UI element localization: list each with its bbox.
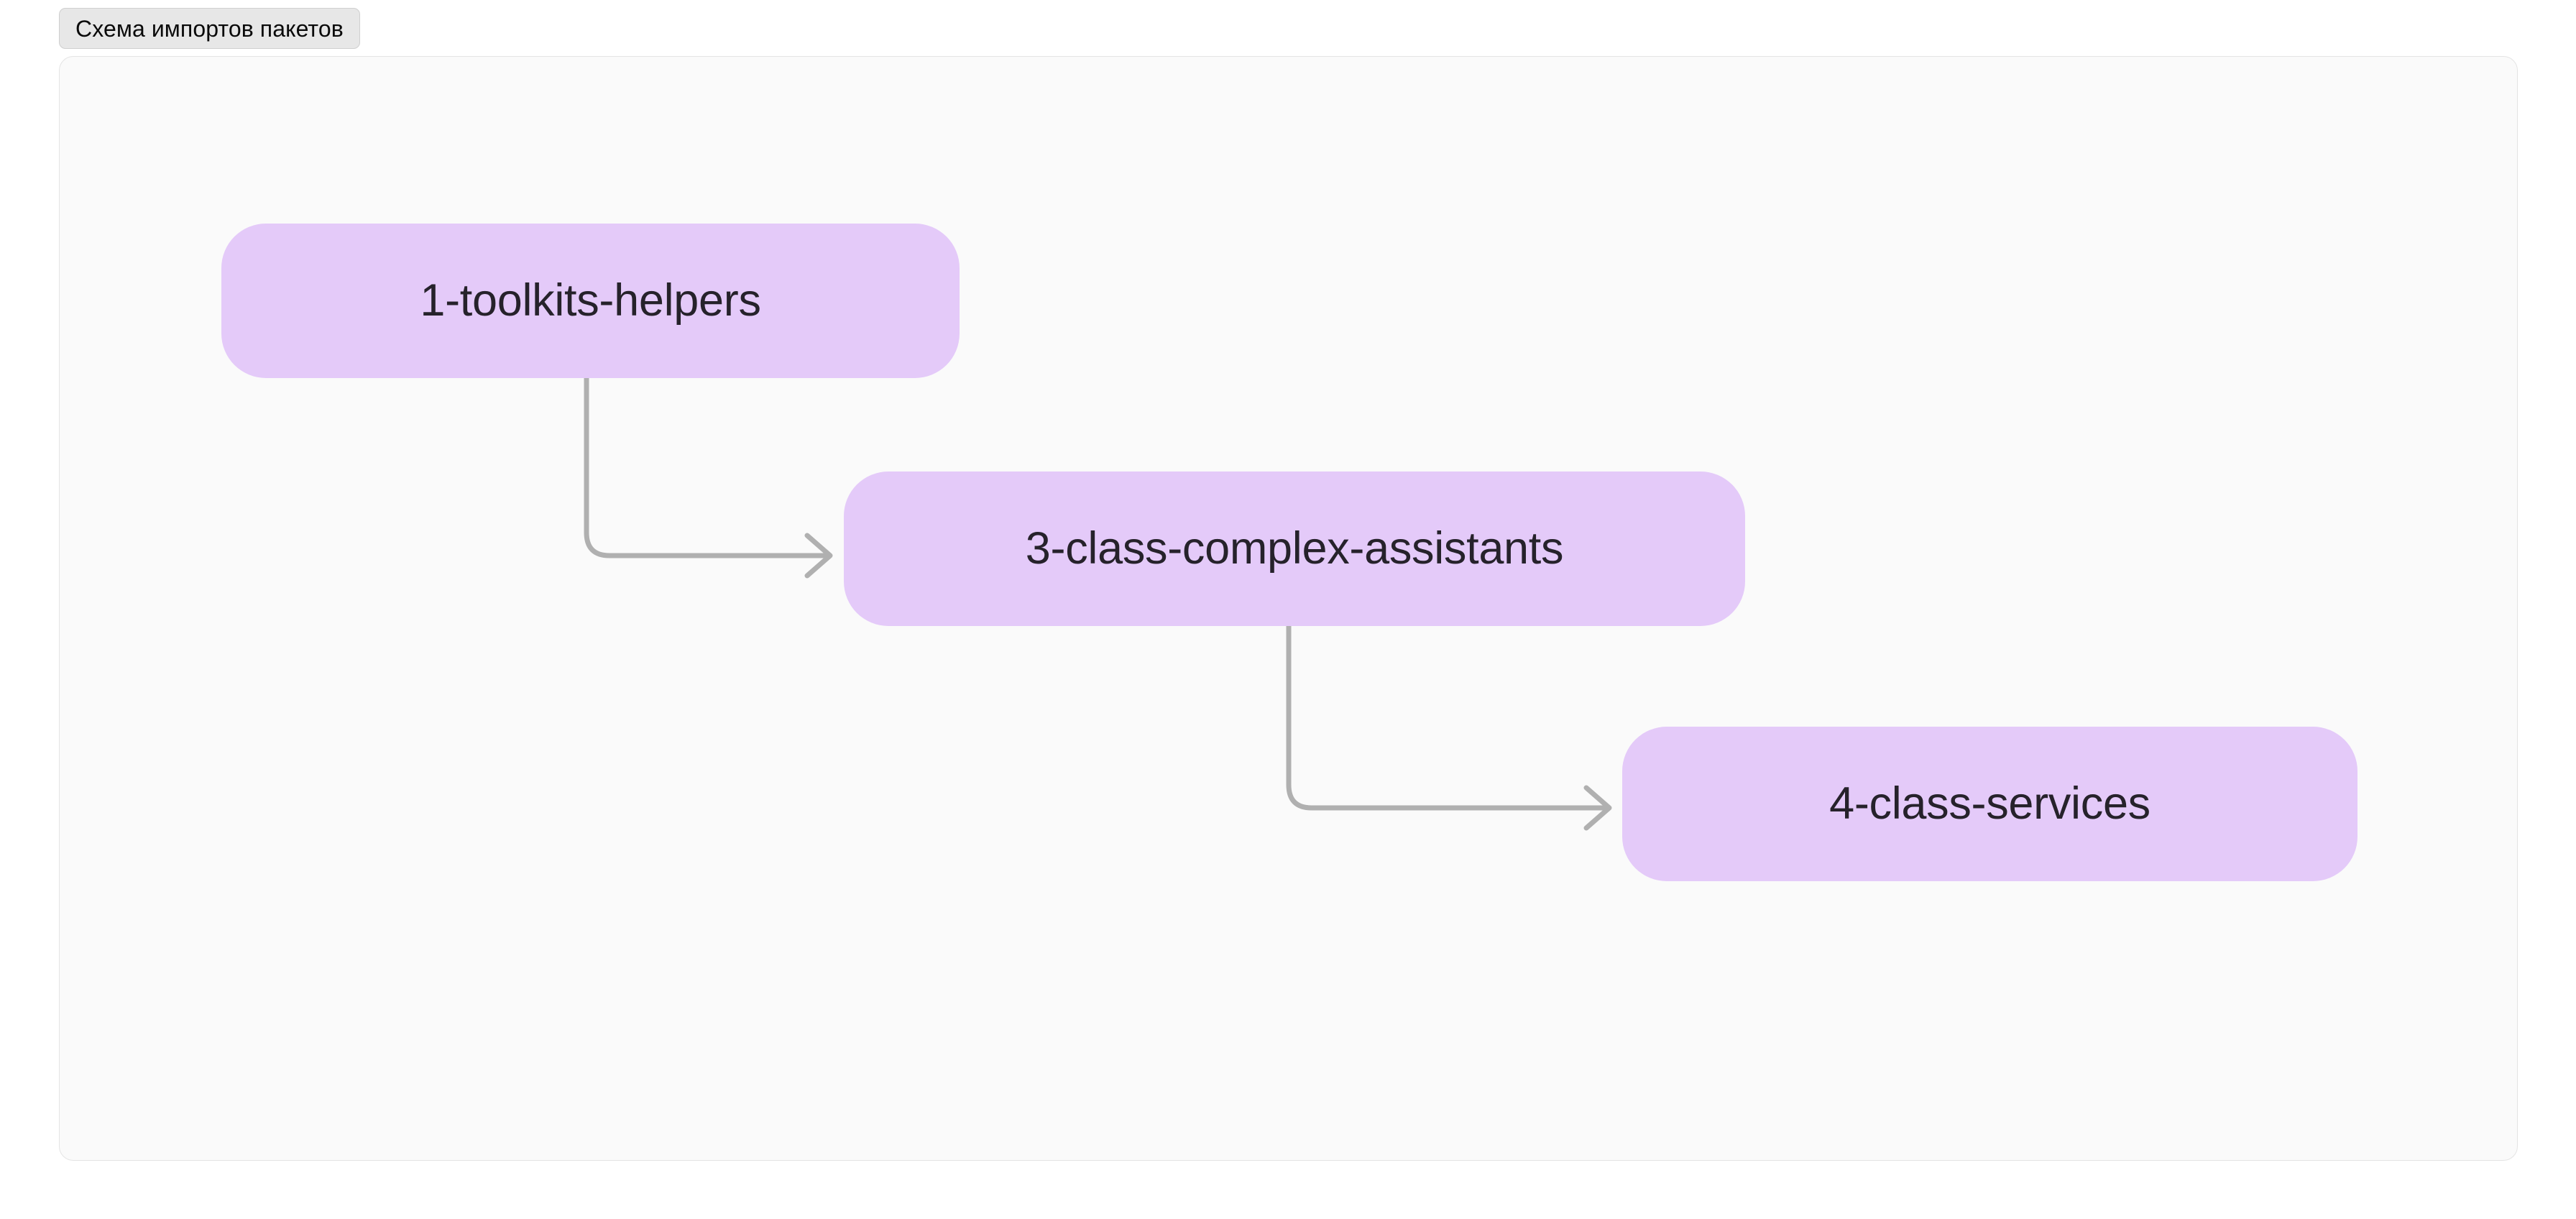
diagram-title-tab[interactable]: Схема импортов пакетов <box>59 8 360 49</box>
diagram-node-label: 1-toolkits-helpers <box>420 275 761 326</box>
edge-n1-n2 <box>584 375 833 579</box>
diagram-title-label: Схема импортов пакетов <box>75 15 344 42</box>
diagram-canvas[interactable]: 1-toolkits-helpers 3-class-complex-assis… <box>60 57 2517 1160</box>
edge-n2-n3 <box>1286 623 1612 831</box>
diagram-node-label: 4-class-services <box>1829 778 2150 829</box>
diagram-node-1-toolkits-helpers[interactable]: 1-toolkits-helpers <box>221 224 960 378</box>
diagram-node-label: 3-class-complex-assistants <box>1025 523 1564 574</box>
diagram-node-3-class-complex-assistants[interactable]: 3-class-complex-assistants <box>844 472 1745 626</box>
diagram-node-4-class-services[interactable]: 4-class-services <box>1622 727 2358 881</box>
diagram-panel: 1-toolkits-helpers 3-class-complex-assis… <box>59 56 2518 1161</box>
